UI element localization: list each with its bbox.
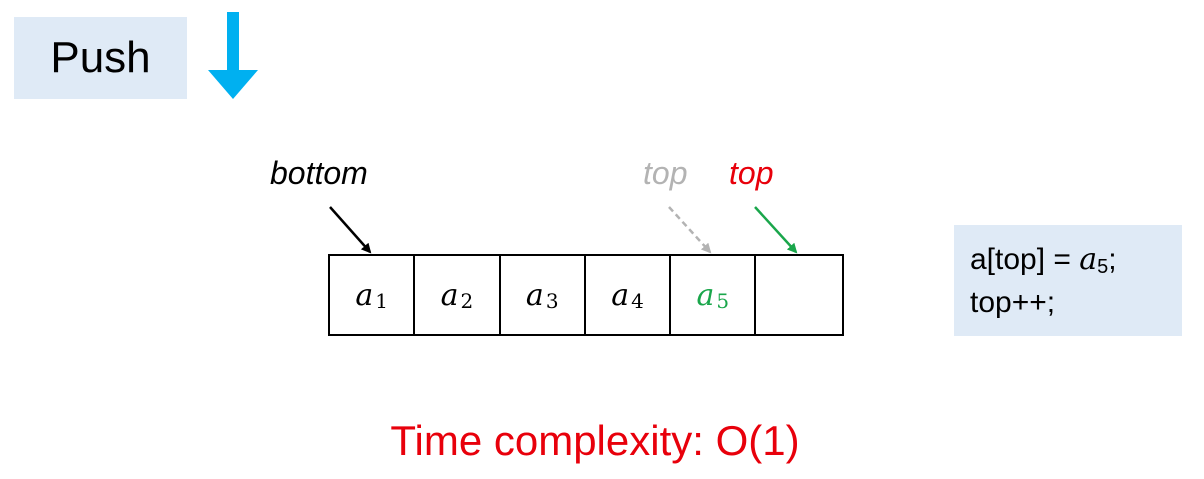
push-title: Push (14, 17, 187, 99)
bottom-pointer-label: bottom (270, 155, 368, 191)
code-line-2: top++; (970, 286, 1056, 319)
time-complexity-text: Time complexity: O(1) (390, 417, 800, 464)
code-snippet: a[top] = a5; top++; (954, 225, 1182, 336)
code-line-1: a[top] = a5; (970, 242, 1117, 278)
new-top-pointer-arrow (754, 206, 798, 254)
old-top-pointer-arrow (668, 206, 712, 254)
push-down-arrow-icon (208, 12, 258, 99)
stack-cell-6-empty (756, 256, 841, 334)
old-top-pointer-label: top (643, 155, 688, 191)
bottom-pointer-arrow (329, 206, 372, 254)
new-top-pointer-label: top (729, 155, 774, 191)
